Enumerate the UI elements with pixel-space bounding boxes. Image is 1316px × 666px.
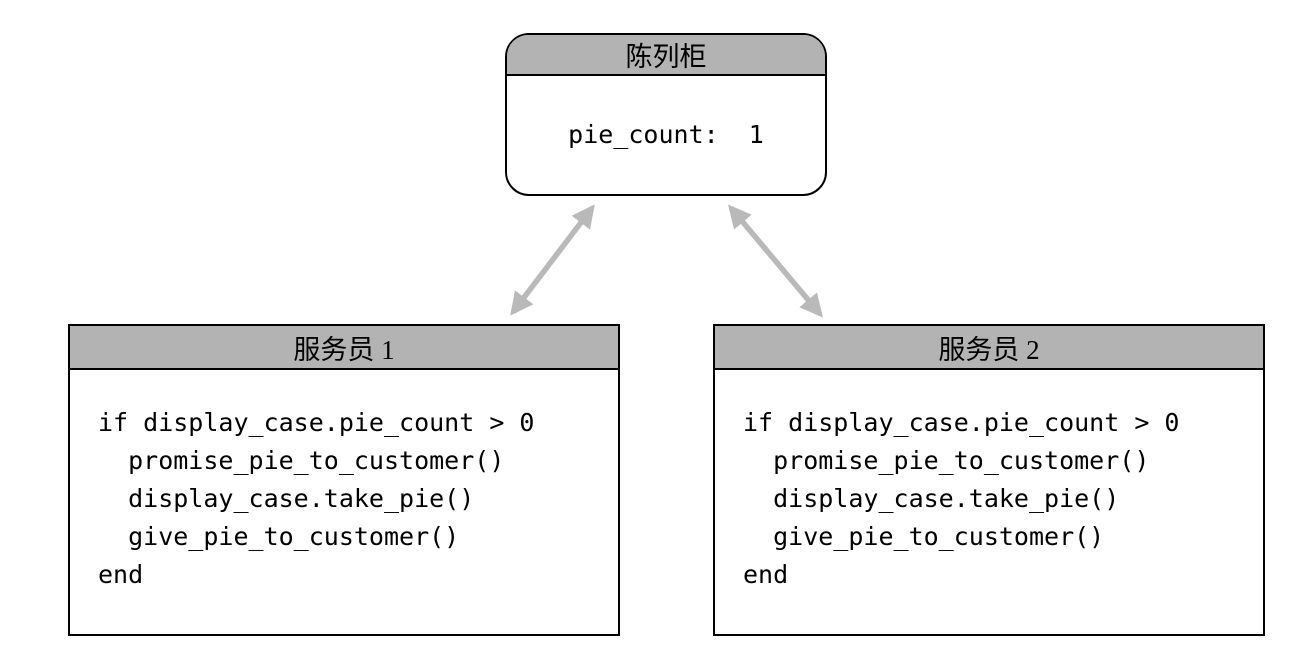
server-1-title: 服务员 1 xyxy=(293,334,395,365)
server-2-header: 服务员 2 xyxy=(715,326,1263,370)
code-line: end xyxy=(743,560,789,589)
code-line: end xyxy=(98,560,144,589)
server-1-header: 服务员 1 xyxy=(70,326,618,370)
code-line: promise_pie_to_customer() xyxy=(98,446,505,475)
pie-count-text: pie_count: 1 xyxy=(568,120,764,149)
code-line: give_pie_to_customer() xyxy=(98,522,460,551)
code-line: promise_pie_to_customer() xyxy=(743,446,1150,475)
display-case-body: pie_count: 1 xyxy=(507,76,825,193)
code-line: if display_case.pie_count > 0 xyxy=(743,408,1180,437)
server-2-code-block: if display_case.pie_count > 0 promise_pi… xyxy=(715,370,1263,594)
code-line: give_pie_to_customer() xyxy=(743,522,1105,551)
display-case-header: 陈列柜 xyxy=(507,35,825,76)
code-line: display_case.take_pie() xyxy=(98,484,475,513)
display-case-title: 陈列柜 xyxy=(625,42,707,72)
server-1-node: 服务员 1 if display_case.pie_count > 0 prom… xyxy=(68,324,620,636)
server-2-title: 服务员 2 xyxy=(938,334,1040,365)
code-line: if display_case.pie_count > 0 xyxy=(98,408,535,437)
arrow-display-case-to-server-2 xyxy=(728,204,823,318)
display-case-node: 陈列柜 pie_count: 1 xyxy=(505,33,827,196)
server-1-code-block: if display_case.pie_count > 0 promise_pi… xyxy=(70,370,618,594)
arrow-display-case-to-server-1 xyxy=(510,204,595,316)
code-line: display_case.take_pie() xyxy=(743,484,1120,513)
server-2-node: 服务员 2 if display_case.pie_count > 0 prom… xyxy=(713,324,1265,636)
